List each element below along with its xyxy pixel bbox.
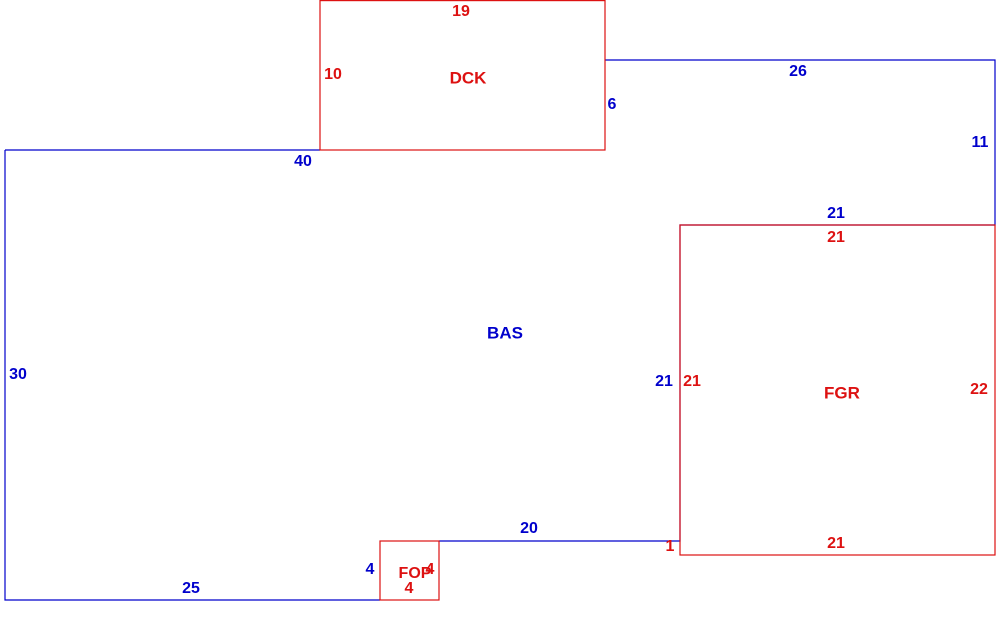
dck-left-dimension: 10 bbox=[324, 66, 342, 83]
bas-step-dimension: 4 bbox=[366, 561, 375, 578]
bas-inner-left-dimension: 21 bbox=[655, 373, 673, 390]
fop-area-label: FOP bbox=[399, 565, 432, 582]
fgr-left-dimension: 21 bbox=[683, 373, 701, 390]
fgr-offset-dimension: 1 bbox=[666, 538, 675, 555]
fgr-right-dimension: 22 bbox=[970, 381, 988, 398]
fgr-area-label: FGR bbox=[824, 383, 860, 402]
fop-right-dimension: 4 bbox=[426, 561, 435, 578]
bas-bottom-left-dimension: 25 bbox=[182, 580, 200, 597]
bas-bottom-right-dimension: 20 bbox=[520, 520, 538, 537]
fop-outline bbox=[379, 540, 440, 601]
fgr-outline bbox=[679, 224, 996, 556]
fgr-top-dimension: 21 bbox=[827, 229, 845, 246]
bas-area-label: BAS bbox=[487, 323, 523, 342]
bas-top-left-dimension: 40 bbox=[294, 153, 312, 170]
dck-area-label: DCK bbox=[450, 68, 488, 87]
bas-inner-top-dimension: 21 bbox=[827, 205, 845, 222]
fop-bottom-dimension: 4 bbox=[405, 580, 414, 597]
dck-top-dimension: 19 bbox=[452, 3, 470, 20]
bas-dck-side-dimension: 6 bbox=[608, 96, 617, 113]
bas-left-dimension: 30 bbox=[9, 366, 27, 383]
dck-outline bbox=[319, 0, 606, 151]
bas-top-right-dimension: 26 bbox=[789, 63, 807, 80]
fgr-bottom-dimension: 21 bbox=[827, 535, 845, 552]
bas-right-dimension: 11 bbox=[972, 134, 989, 151]
